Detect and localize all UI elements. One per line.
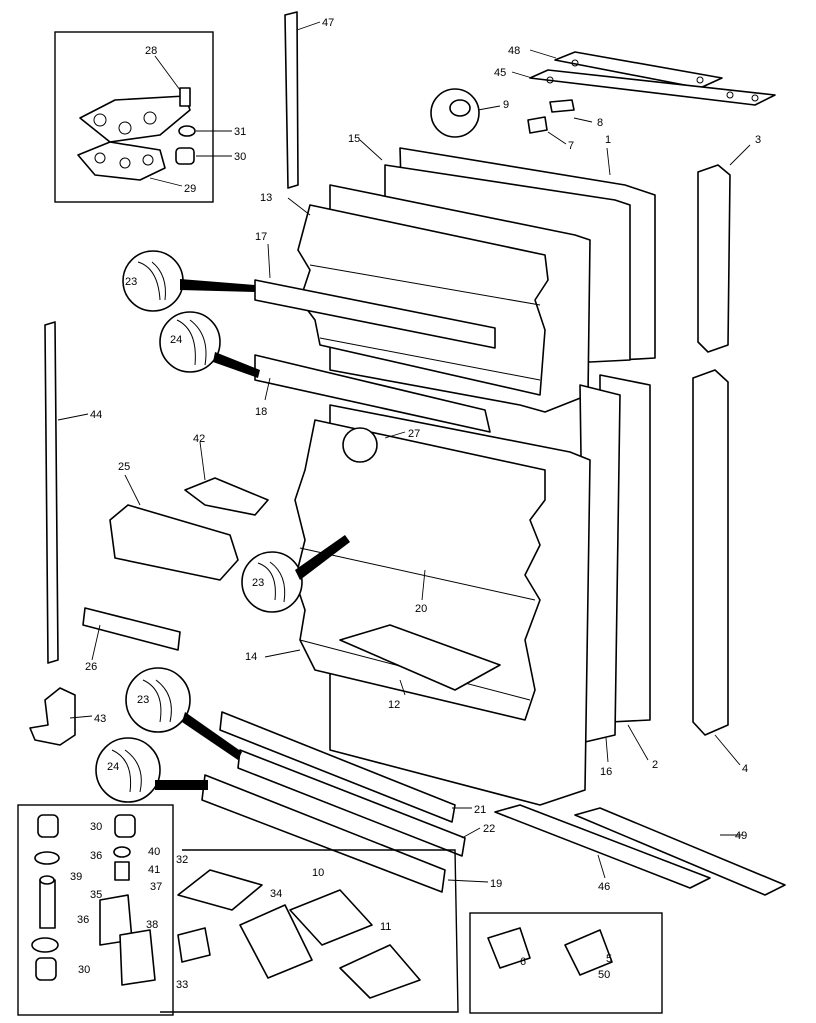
callout-38: 38 [146,919,158,931]
bottom-bars-49-46 [494,804,786,896]
callout-8: 8 [597,117,603,129]
callout-24b: 24 [107,761,119,773]
inset-brackets-32-34-10-11 [160,849,459,1013]
callout-39: 39 [70,871,82,883]
callout-17: 17 [255,231,267,243]
callout-20: 20 [415,603,427,615]
lower-shelves-21-22-19 [95,667,489,893]
callout-18: 18 [255,406,267,418]
callout-29: 29 [184,183,196,195]
callout-25: 25 [118,461,130,473]
callout-23a: 23 [125,276,137,288]
parts-9-8-7-small [430,88,593,145]
callout-7: 7 [568,140,574,152]
callout-26: 26 [85,661,97,673]
callout-44: 44 [90,409,102,421]
callout-28: 28 [145,45,157,57]
side-hinges-3-4 [692,144,751,766]
callout-23b: 23 [252,577,264,589]
callout-12: 12 [388,699,400,711]
callout-9: 9 [503,99,509,111]
callout-3: 3 [755,134,761,146]
callout-15: 15 [348,133,360,145]
upper-door-assembly [287,139,656,413]
callout-13: 13 [260,192,272,204]
callout-37: 37 [150,881,162,893]
callout-42: 42 [193,433,205,445]
shelves-17-18 [122,243,496,433]
callout-14: 14 [245,651,257,663]
parts-25-42-26-43 [29,441,269,746]
callout-36a: 36 [90,850,102,862]
callout-50: 50 [598,969,610,981]
callout-22: 22 [483,823,495,835]
callout-16: 16 [600,766,612,778]
callout-labels: 1 2 3 4 5 6 7 8 9 10 11 12 13 14 15 16 1… [70,17,761,991]
callout-30c: 30 [78,964,90,976]
callout-19: 19 [490,878,502,890]
callout-32: 32 [176,854,188,866]
callout-27: 27 [408,428,420,440]
callout-34: 34 [270,888,282,900]
callout-30a: 30 [234,151,246,163]
lower-door-assembly [241,374,651,806]
callout-36b: 36 [77,914,89,926]
callout-45: 45 [494,67,506,79]
callout-24a: 24 [170,334,182,346]
inset-clips-6-5-50 [469,912,663,1014]
callout-33: 33 [176,979,188,991]
callout-46: 46 [598,881,610,893]
callout-43: 43 [94,713,106,725]
callout-5: 5 [606,953,612,965]
callout-48: 48 [508,45,520,57]
callout-21: 21 [474,804,486,816]
callout-35: 35 [90,889,102,901]
callout-4: 4 [742,763,748,775]
callout-11: 11 [380,921,391,933]
callout-2: 2 [652,759,658,771]
part-44-strip [44,321,89,664]
callout-30b: 30 [90,821,102,833]
callout-40: 40 [148,846,160,858]
parts-48-45-top-bars [511,49,776,106]
callout-41: 41 [148,864,160,876]
part-47-strip [284,11,321,189]
callout-10: 10 [312,867,324,879]
inset-bottom-hinge-parts [17,804,174,1016]
callout-23c: 23 [137,694,149,706]
inset-top-hinge [54,31,232,203]
callout-49: 49 [735,830,747,842]
callout-31: 31 [234,126,246,138]
callout-1: 1 [605,134,611,146]
callout-47: 47 [322,17,334,29]
callout-6: 6 [520,956,526,968]
